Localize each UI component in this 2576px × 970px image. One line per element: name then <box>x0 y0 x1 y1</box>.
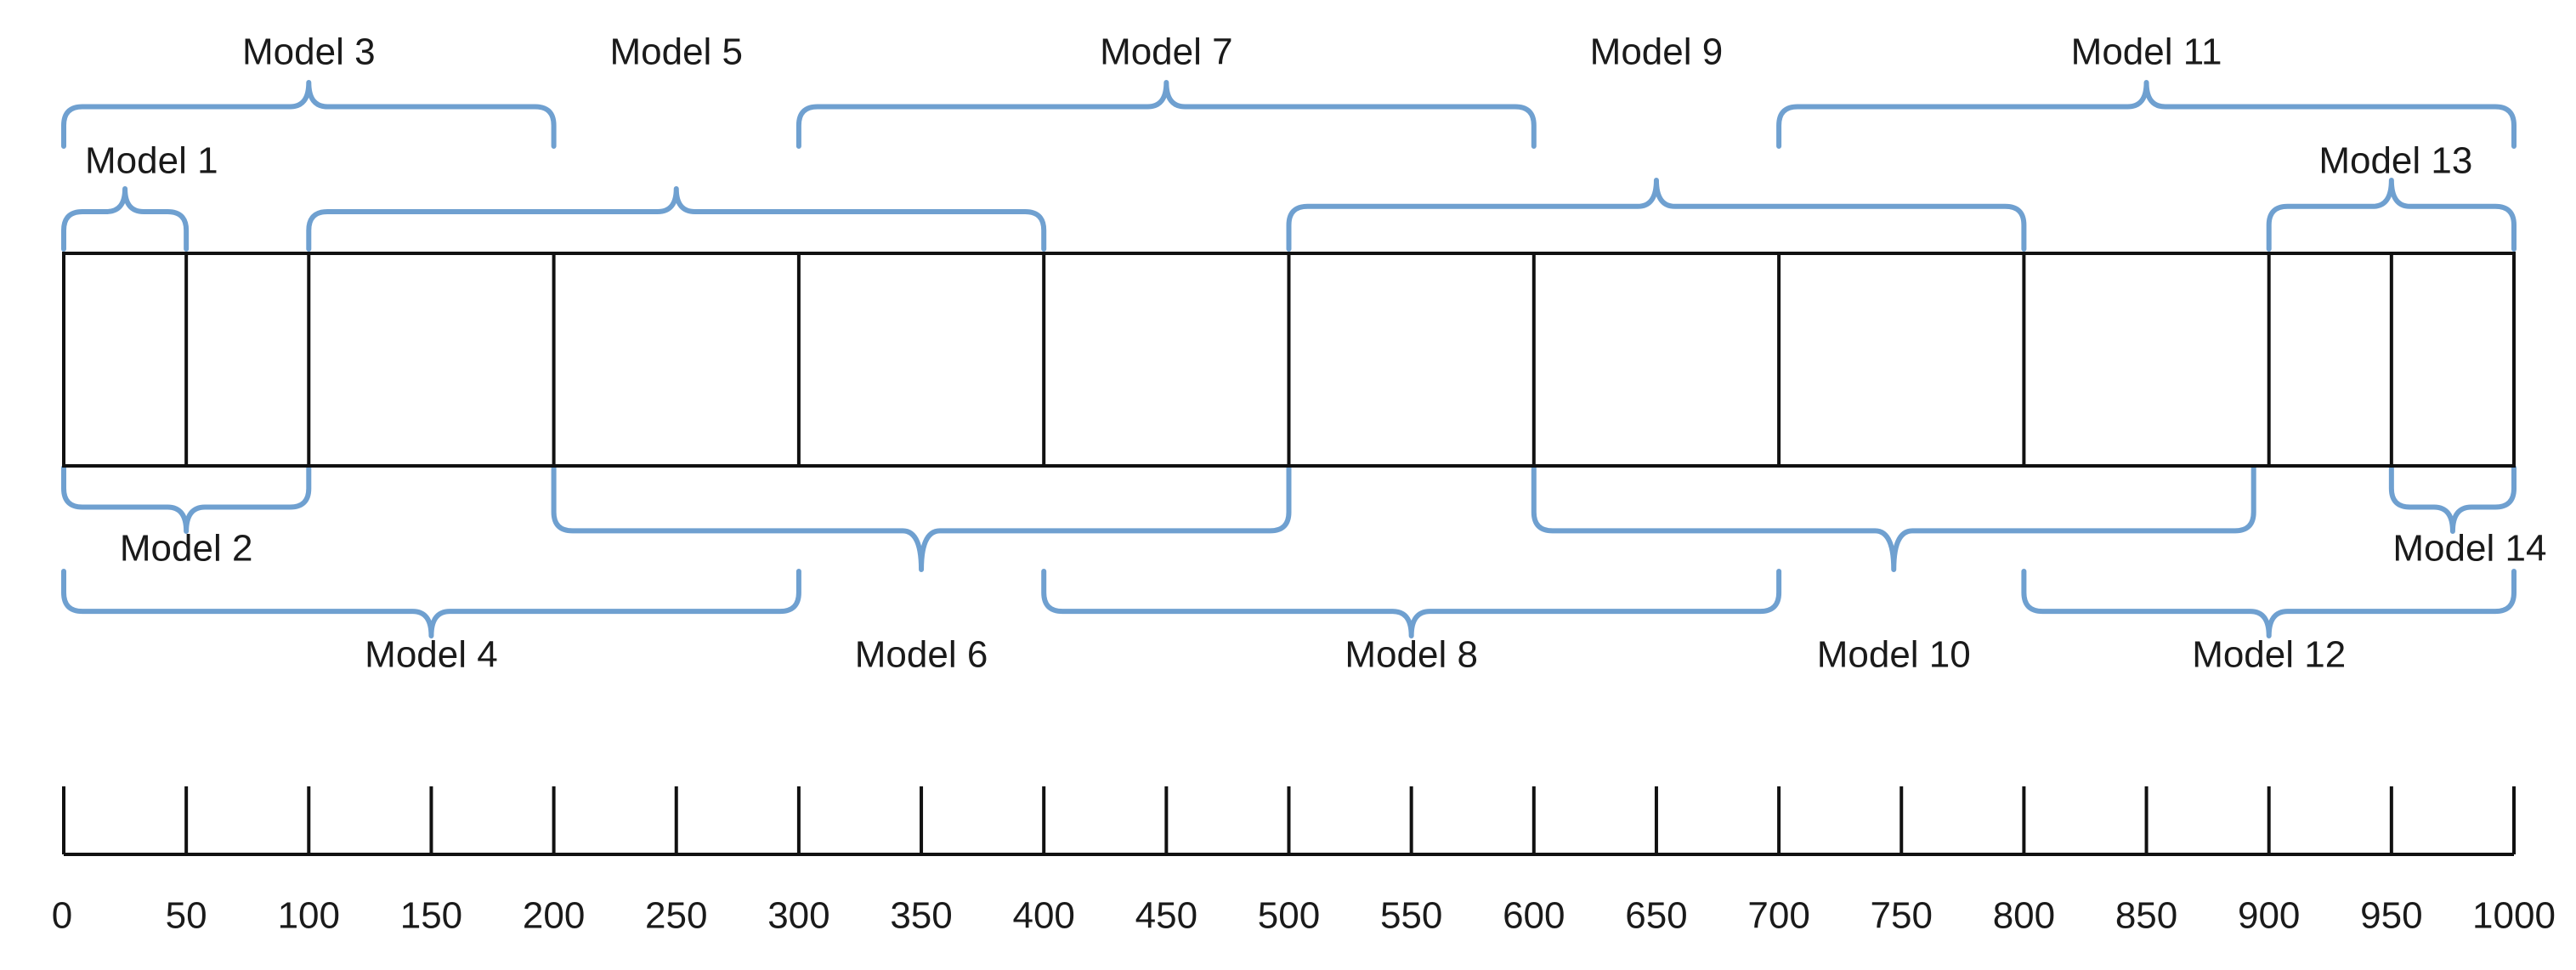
model-11-label: Model 11 <box>2071 31 2222 73</box>
model-6-label: Model 6 <box>855 634 988 676</box>
ruler-tick-label: 650 <box>1625 895 1687 937</box>
model-9-label: Model 9 <box>1590 31 1724 73</box>
ruler-tick-label: 0 <box>52 895 72 937</box>
model-14-brace <box>2388 465 2517 534</box>
ruler-tick-label: 850 <box>2115 895 2177 937</box>
model-7-brace <box>795 80 1537 149</box>
model-13-label: Model 13 <box>2318 140 2472 182</box>
model-8-brace <box>1041 569 1782 638</box>
ruler-tick-label: 150 <box>400 895 462 937</box>
model-7-label: Model 7 <box>1100 31 1233 73</box>
ruler-tick-label: 1000 <box>2472 895 2556 937</box>
model-4-label: Model 4 <box>365 634 498 676</box>
ruler-tick-label: 600 <box>1503 895 1565 937</box>
model-3-brace <box>61 80 557 149</box>
model-3-label: Model 3 <box>242 31 376 73</box>
ruler-tick-label: 450 <box>1135 895 1197 937</box>
model-1-label: Model 1 <box>85 140 218 182</box>
model-13-brace <box>2266 178 2517 252</box>
ruler-tick-label: 250 <box>645 895 707 937</box>
model-4-brace <box>61 569 801 638</box>
ruler-tick-label: 350 <box>890 895 952 937</box>
ruler-tick-label: 550 <box>1380 895 1442 937</box>
scale-ruler: 0 50 100 150 200 250 300 350 400 450 500 550 600 650 7… <box>52 786 2556 937</box>
model-8-label: Model 8 <box>1345 634 1478 676</box>
model-9-brace <box>1286 178 2027 252</box>
ruler-tick-label: 900 <box>2238 895 2300 937</box>
model-1-brace <box>61 186 190 252</box>
model-5-brace <box>306 186 1047 252</box>
model-2-label: Model 2 <box>120 528 253 570</box>
ruler-tick-label: 750 <box>1871 895 1933 937</box>
ruler-tick-label: 50 <box>166 895 207 937</box>
model-10-label: Model 10 <box>1817 634 1971 676</box>
model-braces: Model 1 Model 2 Model 3 Model 4 Model 5 Model… <box>61 31 2546 676</box>
model-14-label: Model 14 <box>2392 528 2546 570</box>
ruler-tick-label: 300 <box>767 895 829 937</box>
ruler-tick-label: 800 <box>1993 895 2055 937</box>
model-12-label: Model 12 <box>2192 634 2346 676</box>
ruler-tick-label: 500 <box>1258 895 1320 937</box>
model-6-brace <box>551 465 1292 572</box>
ruler-tick-label: 950 <box>2360 895 2422 937</box>
ruler-tick-label: 700 <box>1747 895 1809 937</box>
model-11-brace <box>1776 80 2517 149</box>
ruler-tick-label: 400 <box>1012 895 1074 937</box>
model-12-brace <box>2021 569 2517 638</box>
ruler-tick-label: 200 <box>523 895 585 937</box>
segment-box <box>62 252 2516 468</box>
model-10-brace <box>1531 465 2256 572</box>
model-2-brace <box>61 465 312 534</box>
model-5-label: Model 5 <box>609 31 743 73</box>
ruler-tick-label: 100 <box>278 895 340 937</box>
